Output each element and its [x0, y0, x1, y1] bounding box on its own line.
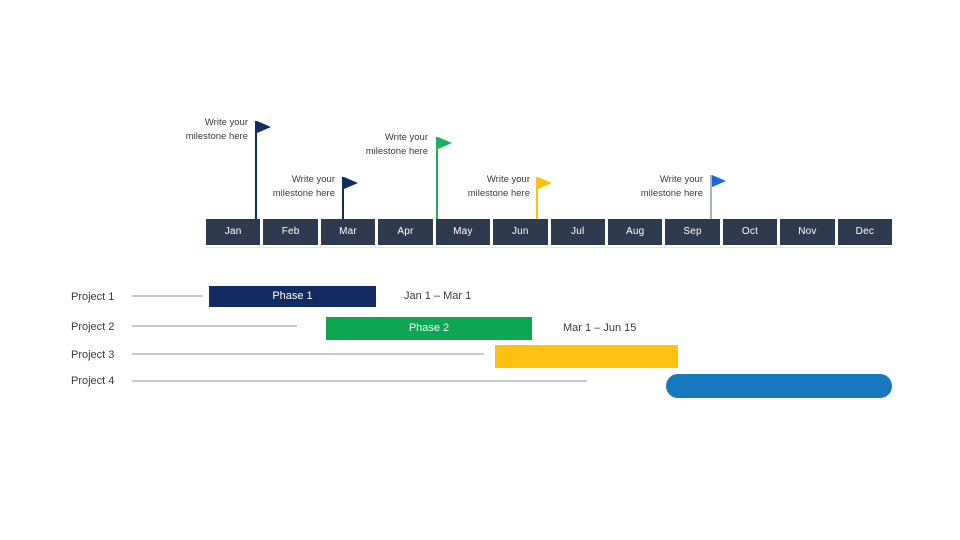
milestone-pole [436, 137, 438, 219]
milestone-text-line1: Write your [291, 174, 335, 185]
project-2-label[interactable]: Project 2 [71, 321, 115, 333]
project-3-bar[interactable] [495, 345, 678, 368]
project-2-leader-line [132, 325, 297, 327]
milestone-flag-icon[interactable] [344, 177, 358, 189]
project-3-leader-line [132, 353, 484, 355]
month-cell-sep[interactable]: Sep [665, 219, 720, 245]
milestone-text-line1: Write your [384, 132, 428, 143]
month-cell-mar[interactable]: Mar [320, 219, 376, 245]
milestone-text-line2: milestone here [365, 146, 428, 157]
phase-2-bar[interactable]: Phase 2 [326, 317, 532, 340]
milestone-text-placeholder[interactable]: Write your milestone here [128, 116, 248, 144]
milestone-flag-icon[interactable] [712, 175, 726, 187]
phase-1-bar[interactable]: Phase 1 [209, 286, 376, 307]
milestone-text-line2: milestone here [185, 131, 248, 142]
month-cell-oct[interactable]: Oct [722, 219, 778, 245]
milestone-pole [710, 175, 712, 219]
month-cell-may[interactable]: May [435, 219, 491, 245]
milestone-flag-icon[interactable] [257, 121, 271, 133]
phase-2-date-range[interactable]: Mar 1 – Jun 15 [563, 322, 637, 334]
project-3-label[interactable]: Project 3 [71, 349, 115, 361]
project-1-label[interactable]: Project 1 [71, 291, 115, 303]
milestone-text-line1: Write your [486, 174, 530, 185]
project-4-bar[interactable] [666, 374, 892, 398]
milestone-text-line2: milestone here [272, 188, 335, 199]
milestone-text-line2: milestone here [467, 188, 530, 199]
milestone-text-placeholder[interactable]: Write your milestone here [583, 173, 703, 201]
month-cell-apr[interactable]: Apr [378, 219, 433, 245]
milestone-text-line1: Write your [204, 117, 248, 128]
month-header-row: Jan Feb Mar Apr May Jun Jul Aug Sep Oct … [206, 219, 893, 245]
month-cell-jan[interactable]: Jan [206, 219, 261, 245]
milestone-text-placeholder[interactable]: Write your milestone here [215, 173, 335, 201]
milestone-pole [255, 121, 257, 219]
milestone-pole [536, 177, 538, 219]
milestone-text-placeholder[interactable]: Write your milestone here [410, 173, 530, 201]
project-1-leader-line [132, 295, 203, 297]
project-4-label[interactable]: Project 4 [71, 375, 115, 387]
month-row-underline [206, 247, 892, 248]
milestone-text-line1: Write your [659, 174, 703, 185]
milestone-flag-icon[interactable] [538, 177, 552, 189]
month-cell-aug[interactable]: Aug [607, 219, 663, 245]
milestone-flag-icon[interactable] [438, 137, 452, 149]
milestone-text-placeholder[interactable]: Write your milestone here [308, 131, 428, 159]
month-cell-dec[interactable]: Dec [837, 219, 893, 245]
month-cell-jul[interactable]: Jul [550, 219, 605, 245]
milestone-pole [342, 177, 344, 219]
milestone-text-line2: milestone here [640, 188, 703, 199]
project-4-leader-line [132, 380, 587, 382]
month-cell-feb[interactable]: Feb [263, 219, 318, 245]
month-cell-jun[interactable]: Jun [493, 219, 548, 245]
phase-1-date-range[interactable]: Jan 1 – Mar 1 [404, 290, 472, 302]
month-cell-nov[interactable]: Nov [780, 219, 835, 245]
